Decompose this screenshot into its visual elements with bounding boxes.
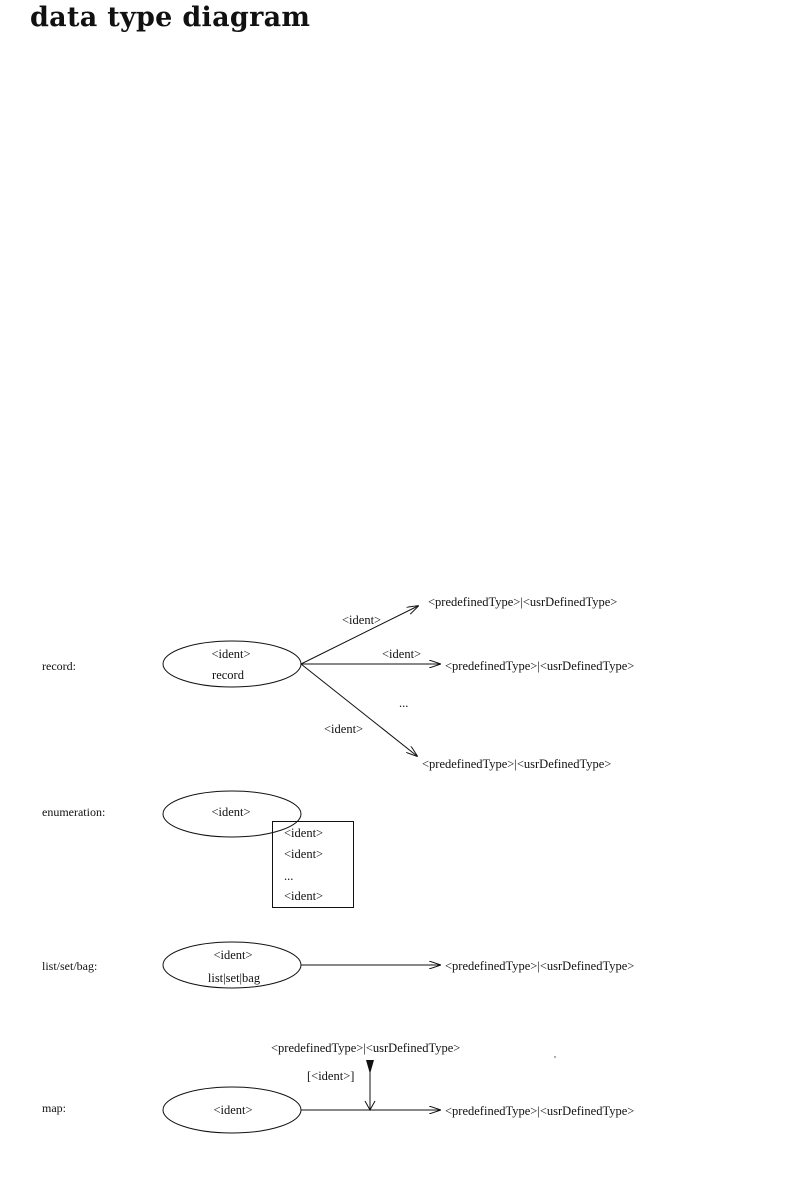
collection-section: list/set/bag: <ident> list|set|bag <pred… [42, 941, 634, 989]
page-title: data type diagram [30, 2, 311, 33]
record-edge-target-3: <predefinedType>|<usrDefinedType> [422, 757, 611, 771]
map-key-arrowhead [366, 1060, 374, 1074]
record-label: record: [42, 659, 76, 673]
map-label: map: [42, 1101, 66, 1115]
map-section: <predefinedType>|<usrDefinedType> [<iden… [42, 1041, 634, 1134]
enumeration-value-4: <ident> [284, 889, 323, 903]
collection-node-ident: <ident> [213, 948, 252, 962]
record-node-kind: record [212, 668, 245, 682]
map-key-type: <predefinedType>|<usrDefinedType> [271, 1041, 460, 1055]
record-node-ident: <ident> [211, 647, 250, 661]
record-edge-target-2: <predefinedType>|<usrDefinedType> [445, 659, 634, 673]
record-edge-target-1: <predefinedType>|<usrDefinedType> [428, 595, 617, 609]
map-node-ident: <ident> [213, 1103, 252, 1117]
record-section: record: <ident> record <ident> <predefin… [42, 595, 634, 771]
enumeration-section: enumeration: <ident> <ident> <ident> ...… [42, 790, 354, 908]
collection-node-kind: list|set|bag [208, 971, 261, 985]
enumeration-node-ident: <ident> [211, 805, 250, 819]
enumeration-values-box [272, 821, 354, 908]
map-edge-target: <predefinedType>|<usrDefinedType> [445, 1104, 634, 1118]
record-edge-3 [300, 663, 417, 756]
stray-dot [554, 1056, 556, 1058]
record-ellipsis: ... [399, 696, 408, 710]
enumeration-value-1: <ident> [284, 826, 323, 840]
enumeration-label: enumeration: [42, 805, 105, 819]
collection-label: list/set/bag: [42, 959, 97, 973]
record-edge-label-1: <ident> [342, 613, 381, 627]
record-edge-label-3: <ident> [324, 722, 363, 736]
enumeration-value-2: <ident> [284, 847, 323, 861]
collection-edge-target: <predefinedType>|<usrDefinedType> [445, 959, 634, 973]
record-edge-label-2: <ident> [382, 647, 421, 661]
enumeration-node [162, 790, 302, 838]
record-edge-1 [300, 606, 418, 665]
enumeration-value-3: ... [284, 869, 293, 883]
map-key-label: [<ident>] [307, 1069, 354, 1083]
